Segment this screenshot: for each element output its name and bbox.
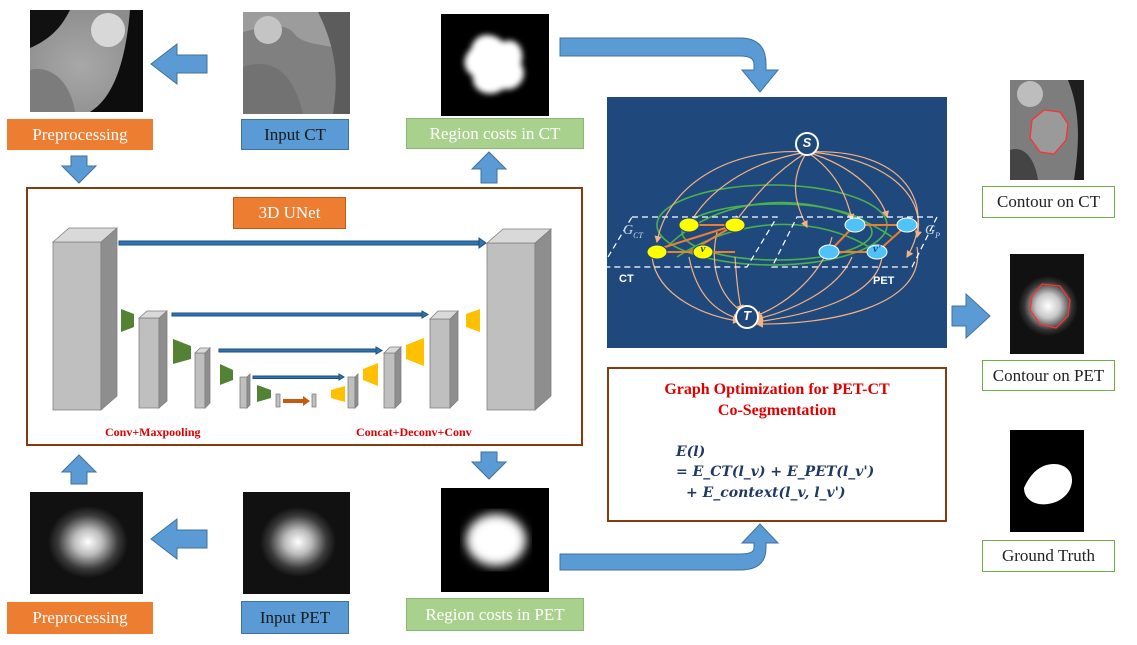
arrow-down-ct bbox=[60, 155, 98, 184]
graph-optimization-frame bbox=[607, 367, 947, 522]
unet-encoder-label: Conv+Maxpooling bbox=[105, 425, 201, 439]
arrow-right-output bbox=[951, 292, 991, 340]
graph-node-v-prime: v' bbox=[873, 243, 881, 255]
region-costs-ct-label: Region costs in CT bbox=[406, 118, 584, 149]
contour-pet-label: Contour on PET bbox=[982, 360, 1115, 391]
contour-ct-image bbox=[1010, 80, 1084, 180]
unet-diagram bbox=[51, 227, 553, 411]
graph-gct-letter: G bbox=[623, 223, 634, 238]
ground-truth-label: Ground Truth bbox=[982, 540, 1115, 572]
graph-optimization-title-line2: Co-Segmentation bbox=[717, 402, 837, 419]
region-costs-pet-image bbox=[441, 488, 549, 592]
arrow-left-pet bbox=[150, 517, 208, 561]
input-ct-label: Input CT bbox=[241, 119, 349, 150]
graph-sink-node: T bbox=[743, 308, 751, 323]
graph-gp-label: GP bbox=[925, 223, 940, 240]
energy-equation-line3: + E_context(l_v, l_v') bbox=[686, 485, 846, 501]
graph-gct-label: GCT bbox=[623, 223, 643, 240]
ground-truth-image bbox=[1010, 430, 1084, 532]
unet-decoder-label: Concat+Deconv+Conv bbox=[356, 425, 472, 439]
region-costs-ct-image bbox=[441, 14, 549, 116]
energy-equation-line1: E(l) bbox=[676, 444, 706, 460]
graph-ct-label: CT bbox=[619, 273, 634, 285]
graph-node-v: v bbox=[700, 243, 706, 255]
region-costs-pet-label: Region costs in PET bbox=[406, 598, 584, 631]
graph-gp-letter: G bbox=[925, 223, 936, 238]
preprocessing-pet-label: Preprocessing bbox=[7, 602, 153, 634]
preprocessing-ct-label: Preprocessing bbox=[7, 119, 153, 150]
graph-panel: S T v v' CT PET GCT GP bbox=[607, 97, 947, 348]
arrow-up-pet bbox=[60, 454, 98, 485]
graph-source-node: S bbox=[802, 135, 812, 150]
arrow-curve-ct bbox=[559, 37, 780, 93]
input-ct-image bbox=[243, 12, 350, 114]
energy-equation-line2: = E_CT(l_v) + E_PET(l_v') bbox=[676, 464, 875, 480]
arrow-up-region-ct bbox=[470, 151, 508, 184]
input-pet-image bbox=[243, 492, 350, 594]
graph-pet-label: PET bbox=[873, 275, 895, 287]
graph-optimization-title-line1: Graph Optimization for PET-CT bbox=[664, 381, 890, 398]
graph-gp-sub: P bbox=[935, 230, 941, 240]
input-pet-label: Input PET bbox=[241, 601, 349, 634]
unet-title: 3D UNet bbox=[233, 197, 346, 229]
ct-preprocessed-image bbox=[30, 10, 143, 112]
contour-pet-image bbox=[1010, 254, 1084, 354]
pet-preprocessed-image bbox=[30, 492, 143, 594]
contour-ct-label: Contour on CT bbox=[982, 186, 1115, 218]
arrow-down-region-pet bbox=[470, 451, 508, 480]
arrow-left-ct bbox=[150, 42, 208, 86]
graph-gct-sub: CT bbox=[633, 230, 643, 240]
arrow-curve-pet bbox=[559, 523, 780, 571]
